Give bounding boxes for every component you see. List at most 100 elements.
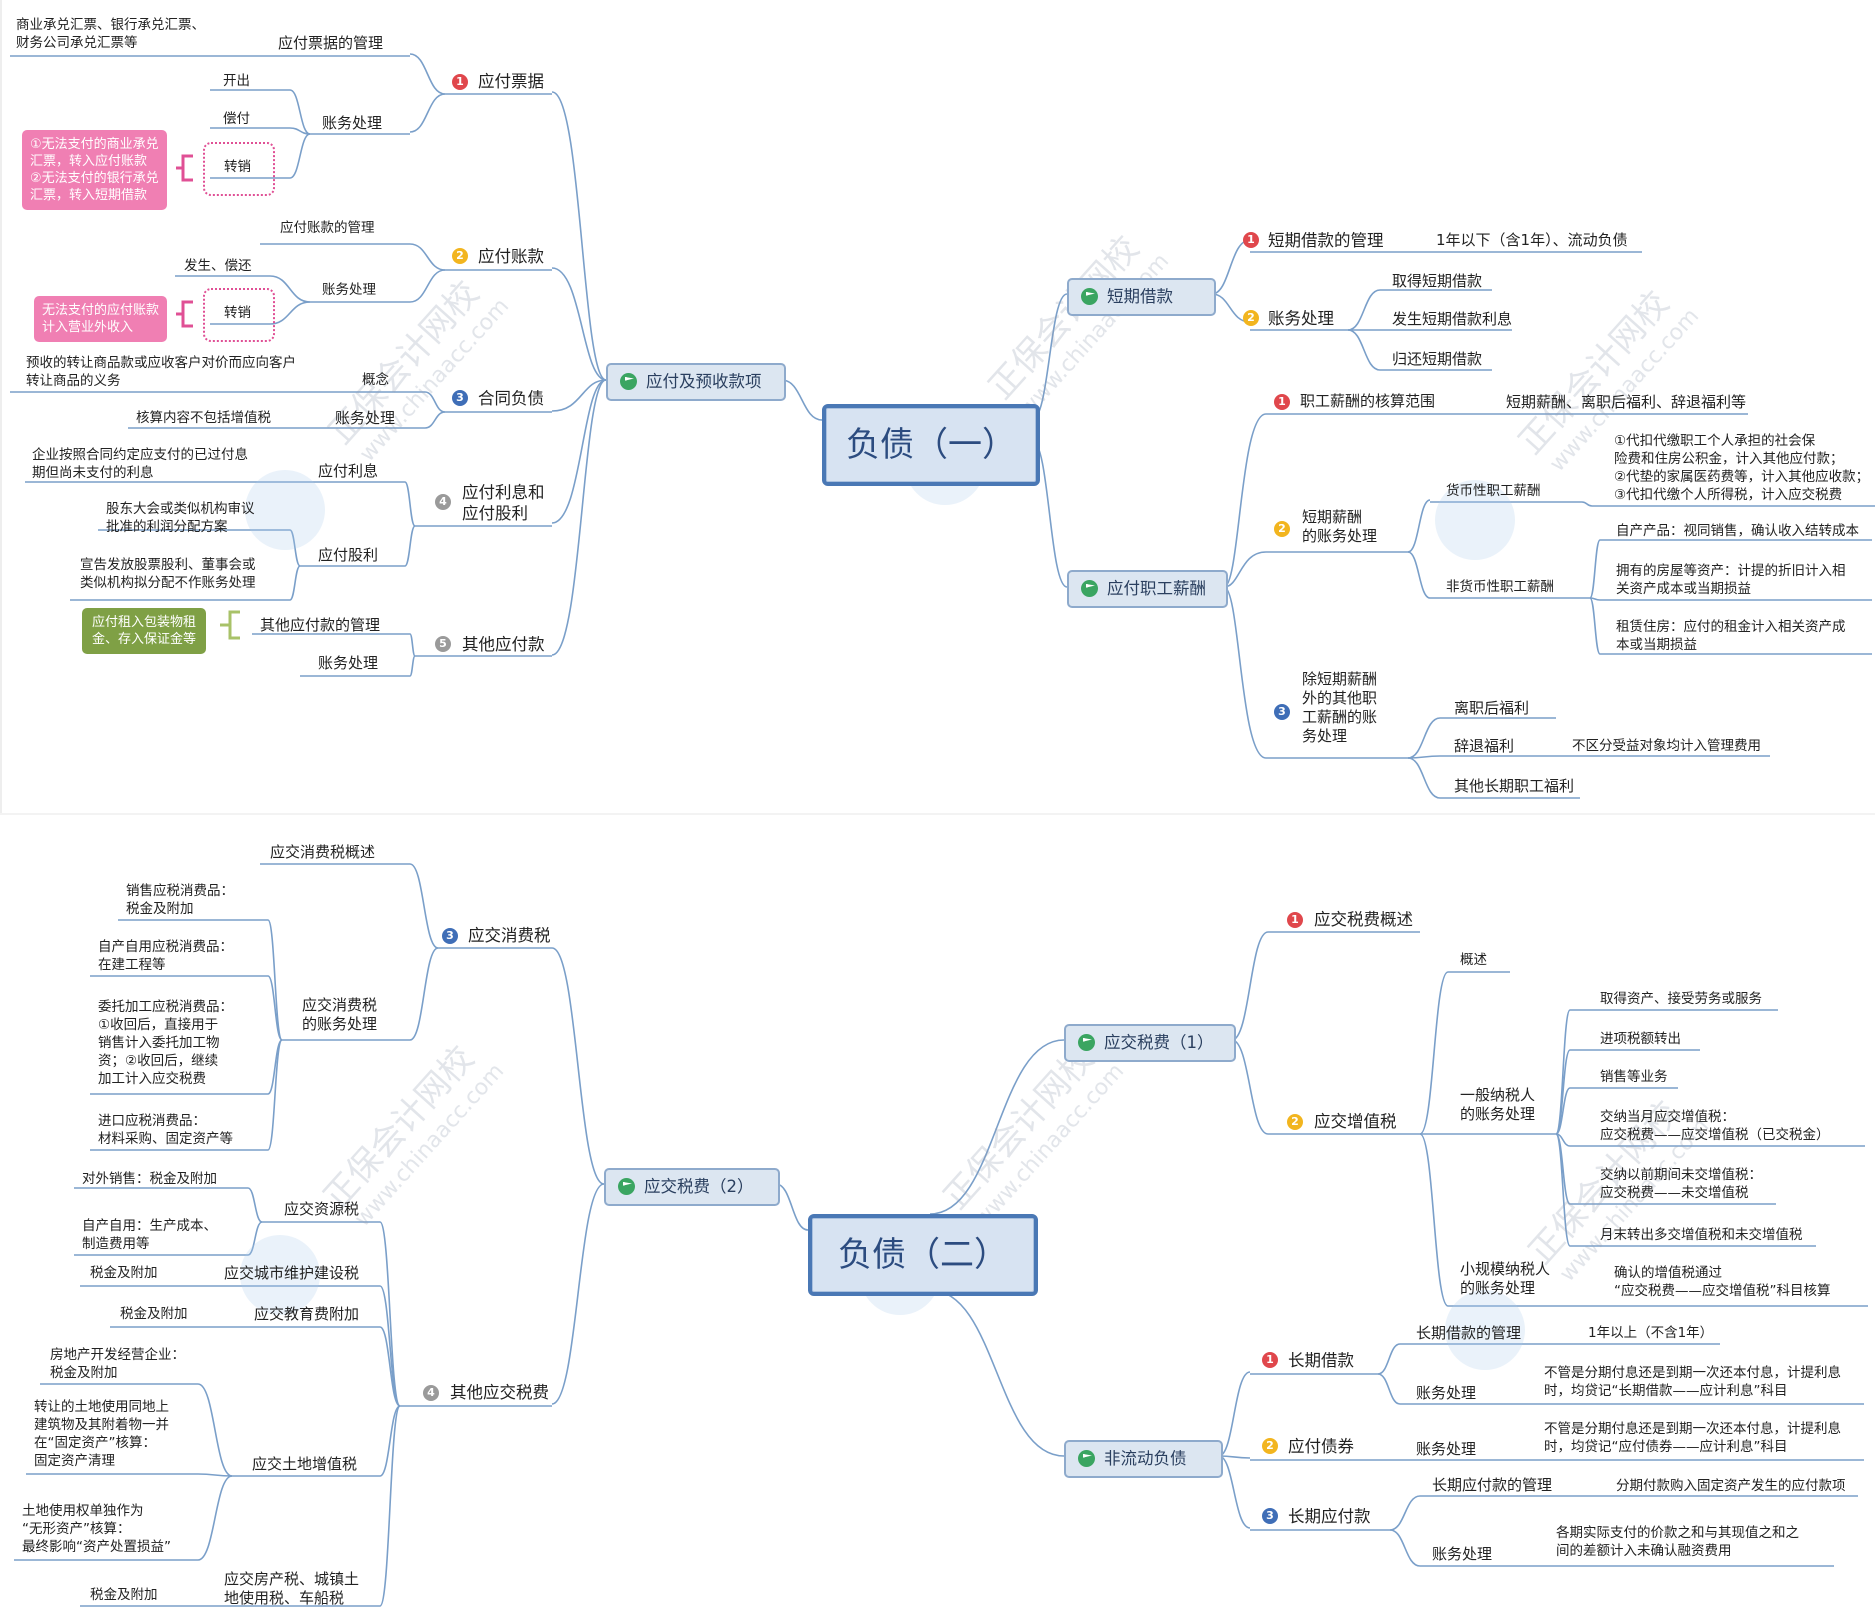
leaf-pay-prior-vat-line: 应交税费——未交增值税 xyxy=(1600,1185,1749,1201)
connector xyxy=(409,947,439,1041)
node-property-taxes-line: 应交房产税、城镇土 xyxy=(224,1570,360,1588)
hub-taxes-2[interactable]: 应交税费（2） xyxy=(604,1168,780,1206)
note-resource-external: 对外销售：税金及附加 xyxy=(80,1170,219,1188)
note-small-taxpayer: 确认的增值税通过 “应交税费——应交增值税”科目核算 xyxy=(1612,1264,1833,1300)
connector xyxy=(1555,1087,1571,1135)
note-land-fixed-asset-line: 转让的土地使用同地上 xyxy=(34,1399,169,1415)
note-pay-scope: 短期薪酬、离职后福利、辞退福利等 xyxy=(1506,393,1747,411)
node-land-vat: 应交土地增值税 xyxy=(252,1455,358,1473)
node-interest-dividends-line: 应付利息和 xyxy=(462,483,545,502)
connector xyxy=(1407,717,1441,759)
node-other-payables-accounting: 账务处理 xyxy=(318,654,379,672)
hub-payables-advances[interactable]: 应付及预收款项 xyxy=(606,363,786,401)
watermark-logo-icon xyxy=(1435,480,1515,560)
connector xyxy=(929,1289,1065,1457)
node-interest-dividends: 应付利息和应付股利 xyxy=(460,482,547,524)
note-lp-installment: 分期付款购入固定资产发生的应付款项 xyxy=(1616,1478,1846,1494)
note-payables-writeoff-line: 无法支付的应付账款 xyxy=(42,303,160,318)
node-accounts-payable: 应付账款 xyxy=(478,247,544,266)
connector xyxy=(220,610,240,640)
note-ll-interest: 不管是分期付息还是到期一次还本付息，计提利息时，均贷记“长期借款——应计利息”科… xyxy=(1542,1364,1843,1400)
hub-employee-pay[interactable]: 应付职工薪酬 xyxy=(1067,570,1228,608)
flag-icon xyxy=(1081,580,1098,597)
note-lp-financing-line: 间的差额计入未确认融资费用 xyxy=(1556,1543,1732,1559)
note-consumption-processing-line: 销售计入委托加工物 xyxy=(98,1035,220,1051)
node-lp-accounting: 账务处理 xyxy=(1432,1545,1493,1563)
note-education-surcharge: 税金及附加 xyxy=(120,1306,188,1322)
connector xyxy=(267,1039,283,1151)
note-land-fixed-asset-line: 固定资产清理 xyxy=(34,1453,115,1469)
leaf-loan-interest: 发生短期借款利息 xyxy=(1392,310,1513,328)
note-land-intangible: 土地使用权单独作为“无形资产”核算：最终影响“资产处置损益” xyxy=(20,1502,173,1556)
leaf-pay-prior-vat: 交纳以前期间未交增值税： 应交税费——未交增值税 xyxy=(1598,1166,1764,1202)
note-ll-term: 1年以上（不含1年） xyxy=(1588,1325,1714,1341)
priority-number-icon: 4 xyxy=(423,1385,439,1401)
connector xyxy=(1223,586,1267,759)
node-property-taxes: 应交房产税、城镇土地使用税、车船税 xyxy=(222,1570,361,1608)
priority-number-icon: 2 xyxy=(1287,1114,1303,1130)
note-consumption-import-line: 进口应税消费品： xyxy=(98,1113,206,1129)
priority-number-icon: 1 xyxy=(1287,912,1303,928)
note-interest-line: 企业按照合同约定应支付的已过付息 xyxy=(32,447,248,463)
connector xyxy=(409,633,416,657)
connector xyxy=(1231,931,1269,1041)
hub-noncurrent-liabilities[interactable]: 非流动负债 xyxy=(1064,1440,1223,1478)
hub-short-term-loan-label: 短期借款 xyxy=(1107,287,1173,306)
connector xyxy=(176,154,193,182)
connector xyxy=(1218,1371,1251,1457)
watermark-logo-icon xyxy=(245,470,325,550)
connector xyxy=(409,863,439,949)
note-small-taxpayer-line: “应交税费——应交增值税”科目核算 xyxy=(1614,1283,1831,1299)
node-other-pay-line: 务处理 xyxy=(1302,727,1348,745)
node-long-term-loan: 长期借款 xyxy=(1288,1351,1354,1370)
connector xyxy=(1218,1455,1251,1529)
priority-number-icon: 5 xyxy=(435,636,451,652)
root-node-liabilities-2[interactable]: 负债（二） xyxy=(808,1214,1038,1296)
node-long-term-payables: 长期应付款 xyxy=(1288,1507,1371,1526)
leaf-pay-prior-vat-line: 交纳以前期间未交增值税： xyxy=(1600,1167,1762,1183)
node-consumption-accounting-line: 的账务处理 xyxy=(302,1015,378,1033)
node-nonmonetary-pay: 非货币性职工薪酬 xyxy=(1446,579,1554,595)
node-short-term-pay-line: 短期薪酬 xyxy=(1302,508,1363,526)
note-owned-housing-line: 关资产成本或当期损益 xyxy=(1616,581,1751,597)
note-ll-interest-line: 不管是分期付息还是到期一次还本付息，计提利息 xyxy=(1544,1365,1841,1381)
root-node-liabilities-1[interactable]: 负债（一） xyxy=(822,404,1040,486)
leaf-month-end-transfer: 月末转出多交增值税和未交增值税 xyxy=(1598,1226,1805,1244)
connector xyxy=(1211,239,1251,295)
priority-number-icon: 2 xyxy=(1243,310,1259,326)
note-small-taxpayer-line: 确认的增值税通过 xyxy=(1614,1265,1722,1281)
leaf-post-employment: 离职后福利 xyxy=(1454,699,1530,717)
connector xyxy=(1377,1343,1401,1375)
hub-noncurrent-liabilities-label: 非流动负债 xyxy=(1104,1449,1187,1468)
note-land-fixed-asset-line: 建筑物及其附着物一并 xyxy=(34,1417,169,1433)
note-contract-concept-line: 转让商品的义务 xyxy=(26,373,121,389)
connector xyxy=(197,1473,233,1477)
flag-icon xyxy=(1078,1450,1095,1467)
node-small-taxpayer: 小规模纳税人的账务处理 xyxy=(1458,1260,1552,1298)
note-interest: 企业按照合同约定应支付的已过付息期但尚未支付的利息 xyxy=(30,446,250,482)
note-bills-writeoff-line: 汇票，转入应付账款 xyxy=(30,154,148,169)
hub-short-term-loan[interactable]: 短期借款 xyxy=(1067,278,1216,316)
node-other-pay-line: 工薪酬的账 xyxy=(1302,708,1378,726)
node-education-surcharge: 应交教育费附加 xyxy=(254,1305,360,1323)
note-lp-financing: 各期实际支付的价款之和与其现值之和之间的差额计入未确认融资费用 xyxy=(1554,1524,1801,1560)
connector xyxy=(1347,329,1381,371)
connector xyxy=(1589,597,1601,655)
connector xyxy=(379,1285,401,1407)
node-bills-accounting: 账务处理 xyxy=(322,114,383,132)
node-interest-payable: 应付利息 xyxy=(318,462,379,480)
connector xyxy=(551,91,607,381)
node-property-taxes-line: 地使用税、车船税 xyxy=(224,1589,345,1607)
note-consumption-import: 进口应税消费品：材料采购、固定资产等 xyxy=(96,1112,235,1148)
node-other-payables-mgmt: 其他应付款的管理 xyxy=(260,616,381,634)
connector xyxy=(1407,757,1441,799)
hub-taxes-1[interactable]: 应交税费（1） xyxy=(1064,1024,1236,1062)
connector xyxy=(551,379,607,524)
note-land-realestate-line: 税金及附加 xyxy=(50,1365,118,1381)
flag-icon xyxy=(620,373,637,390)
priority-number-icon: 3 xyxy=(452,390,468,406)
left-edge xyxy=(0,0,2,813)
connector xyxy=(267,975,283,1041)
